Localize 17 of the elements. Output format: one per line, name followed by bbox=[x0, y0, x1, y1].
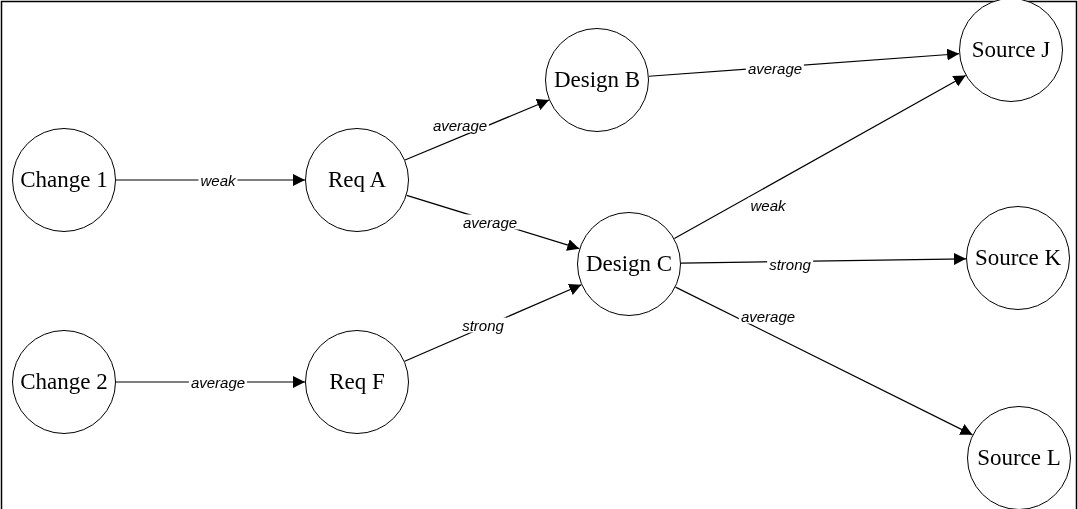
node-label: Change 1 bbox=[19, 166, 109, 194]
node-label: Req A bbox=[326, 166, 388, 194]
node-label: Change 2 bbox=[19, 368, 109, 396]
arrow bbox=[404, 99, 550, 161]
node-label: Source J bbox=[970, 36, 1052, 64]
arrow bbox=[673, 74, 967, 240]
edge-label: weak bbox=[198, 172, 238, 188]
node-label: Source K bbox=[973, 244, 1063, 272]
arrow bbox=[674, 286, 974, 436]
edge-label: average bbox=[460, 214, 520, 230]
node-label: Design C bbox=[584, 250, 674, 278]
node-label: Source L bbox=[976, 444, 1062, 472]
node-label: Design B bbox=[552, 66, 642, 94]
edge-label: strong bbox=[460, 317, 506, 333]
node-label: Req F bbox=[328, 368, 386, 396]
arrow bbox=[115, 174, 306, 186]
edge-label: weak bbox=[748, 197, 788, 213]
